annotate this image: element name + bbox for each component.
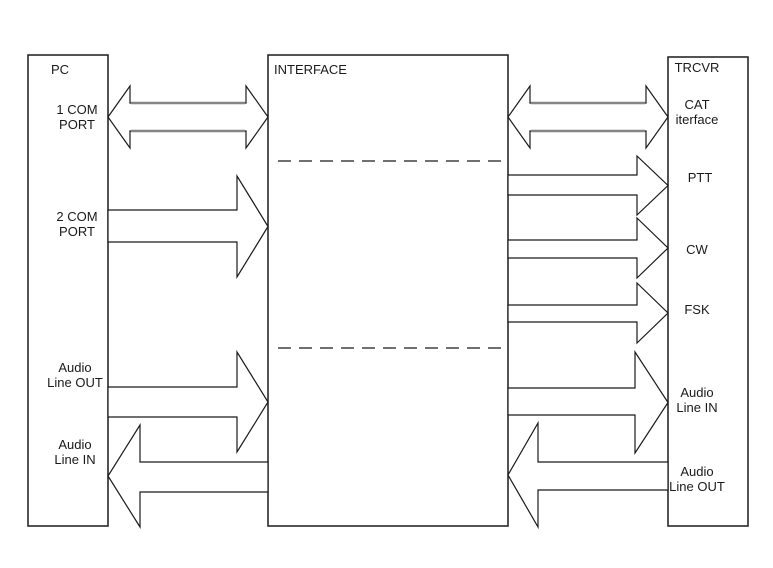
cat-bidirectional-arrow-icon bbox=[507, 84, 669, 150]
trcvr-fsk-label: FSK bbox=[684, 302, 710, 317]
interface-box bbox=[267, 54, 509, 527]
trcvr-audio-line-in-label: Audio Line IN bbox=[676, 385, 718, 415]
pc-audio-line-out-label: Audio Line OUT bbox=[47, 360, 103, 390]
trcvr-ptt-label: PTT bbox=[687, 170, 713, 185]
ptt-right-arrow-icon bbox=[507, 154, 669, 217]
trcvr-cw-label: CW bbox=[686, 242, 708, 257]
trcvr-cat-interface-label: CAT iterface bbox=[675, 97, 719, 127]
trcvr-audio-line-out-label: Audio Line OUT bbox=[669, 464, 725, 494]
fsk-right-arrow-icon bbox=[507, 281, 669, 345]
pc-box bbox=[27, 54, 109, 527]
pc-com1-port-label: 1 COM PORT bbox=[56, 102, 98, 132]
trcvr-box-title: TRCVR bbox=[674, 60, 720, 75]
pc-audio-line-in-left-arrow-icon bbox=[107, 422, 269, 530]
trcvr-audio-line-in-right-arrow-icon bbox=[507, 349, 669, 456]
pc-audio-line-in-label: Audio Line IN bbox=[54, 437, 96, 467]
pc-com2-port-label: 2 COM PORT bbox=[56, 209, 98, 239]
com1-bidirectional-arrow-icon bbox=[107, 84, 269, 150]
cw-right-arrow-icon bbox=[507, 216, 669, 280]
pc-box-title: PC bbox=[50, 62, 70, 77]
trcvr-audio-line-out-left-arrow-icon bbox=[507, 420, 669, 530]
interface-box-title: INTERFACE bbox=[274, 62, 347, 77]
com2-right-arrow-icon bbox=[107, 173, 269, 280]
pc-audio-line-out-right-arrow-icon bbox=[107, 349, 269, 455]
trcvr-box bbox=[667, 56, 749, 527]
